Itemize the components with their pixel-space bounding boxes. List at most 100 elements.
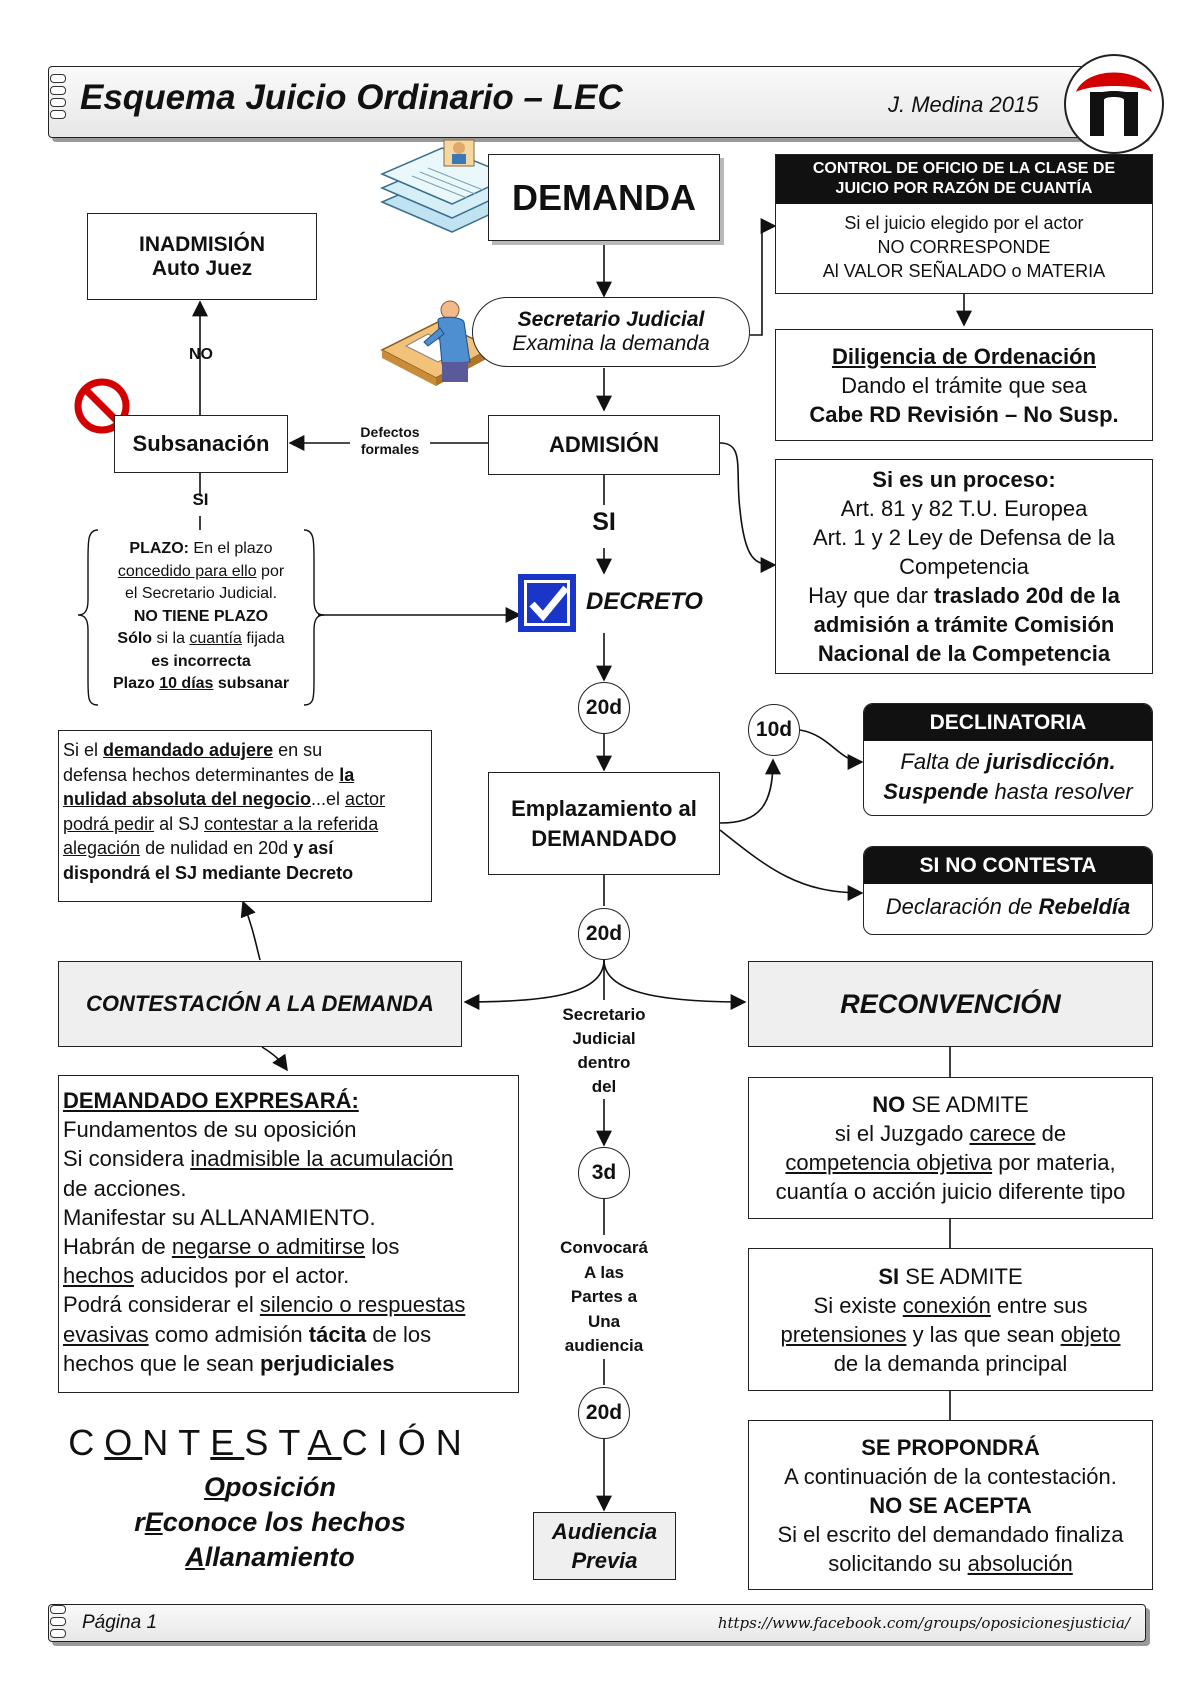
si-admite-l2b: conexión	[902, 1292, 991, 1318]
si-admite-l2c: entre sus	[990, 1292, 1088, 1318]
propondra-l4: Si el escrito del demandado finaliza	[777, 1521, 1124, 1547]
declinatoria-l2b: hasta resolver	[988, 779, 1133, 804]
logo-icon	[1062, 52, 1166, 156]
secretario-title: Secretario Judicial	[517, 308, 705, 331]
defectos-label: Defectos formales	[350, 424, 430, 458]
rebeldia-l1a: Declaración de	[885, 894, 1039, 919]
mnemonic-letter: O	[104, 1422, 143, 1463]
si-admite-l4: de la demanda principal	[833, 1350, 1068, 1376]
mnemonic-l1a: O	[203, 1472, 225, 1502]
diligencia-l1: Dando el trámite que sea	[841, 372, 1087, 398]
proceso-l3: Art. 1 y 2 Ley de Defensa de la	[812, 525, 1116, 550]
si-small-label: SI	[192, 490, 209, 509]
plazo-l6: es incorrecta	[151, 652, 251, 670]
defectos-line2: formales	[360, 441, 420, 457]
no-admite-l1b: SE ADMITE	[905, 1092, 1029, 1117]
footer-url[interactable]: https://www.facebook.com/groups/oposicio…	[717, 1614, 1130, 1632]
convocara-l3: Partes a	[570, 1287, 638, 1306]
circle-20d-emplazamiento: 20d	[578, 908, 630, 960]
audiencia-l1: Audiencia	[551, 1519, 658, 1544]
proceso-l5a: Hay que dar	[808, 583, 935, 608]
secretario-dentro-label: Secretario Judicial dentro del	[545, 1003, 663, 1099]
diligencia-title: Diligencia de Ordenación	[831, 343, 1097, 369]
expresara-l5b: negarse o admitirse	[171, 1234, 366, 1260]
contestacion-demanda-box: CONTESTACIÓN A LA DEMANDA	[58, 961, 462, 1047]
diligencia-box: Diligencia de Ordenación Dando el trámit…	[775, 329, 1153, 441]
nulidad-l5c: y así	[293, 838, 334, 858]
secretario-bubble: Secretario Judicial Examina la demanda	[472, 297, 750, 367]
contestacion-demanda-label: CONTESTACIÓN A LA DEMANDA	[86, 991, 434, 1016]
control-header-l2: JUICIO POR RAZÓN DE CUANTÍA	[835, 180, 1093, 197]
nulidad-l4a: podrá pedir	[63, 813, 155, 834]
no-admite-l1a: NO	[872, 1092, 906, 1117]
no-admite-l2b: carece	[969, 1121, 1036, 1146]
admision-box: ADMISIÓN	[488, 415, 720, 475]
mnemonic-letter: S	[244, 1422, 279, 1463]
mnemonic-l3a: A	[185, 1542, 205, 1572]
si-admite-l3b: y las que sean	[906, 1321, 1061, 1347]
secretario-subtitle: Examina la demanda	[512, 332, 710, 355]
expresara-l5c: los	[365, 1234, 400, 1260]
expresara-l8c: tácita	[308, 1321, 367, 1347]
nulidad-l4c: contestar a la referida	[204, 813, 379, 834]
sec-dentro-l1: Secretario	[562, 1005, 646, 1024]
plazo-l1a: PLAZO:	[129, 540, 189, 557]
emplazamiento-l2: DEMANDADO	[531, 825, 677, 851]
no-admite-l2a: si el Juzgado	[834, 1121, 970, 1146]
nulidad-l4b: al SJ	[154, 813, 205, 834]
sec-dentro-l3: dentro	[577, 1053, 631, 1072]
declinatoria-l1a: Falta de	[900, 749, 986, 774]
mnemonic-l2c: conoce los hechos	[162, 1507, 406, 1537]
expresara-l6a: hechos	[63, 1263, 134, 1289]
nulidad-l5b: de nulidad en 20d	[140, 838, 294, 858]
rebeldia-body: Declaración de Rebeldía	[864, 894, 1152, 920]
expresara-l5a: Habrán de	[63, 1234, 172, 1260]
control-l1: Si el juicio elegido por el actor	[844, 213, 1084, 233]
si-admite-l1b: SE ADMITE	[899, 1263, 1023, 1289]
author-label: J. Medina 2015	[888, 92, 1039, 117]
footer-rings	[50, 1603, 66, 1641]
nulidad-l2a: defensa hechos determinantes de	[63, 764, 340, 785]
control-header: CONTROL DE OFICIO DE LA CLASE DE JUICIO …	[776, 155, 1152, 204]
inadmision-title: INADMISIÓN	[139, 232, 265, 256]
plazo-l5b: si la	[152, 630, 190, 647]
expresara-l3: de acciones.	[63, 1175, 187, 1201]
plazo-l7c: subsanar	[213, 675, 290, 692]
plazo-brace	[77, 529, 325, 706]
convocara-l5: audiencia	[564, 1336, 644, 1355]
convocara-l2: A las	[583, 1262, 624, 1282]
mnemonic-l2a: r	[134, 1507, 145, 1537]
mnemonic-letter: Ó	[397, 1422, 436, 1463]
expresara-l8a: evasivas	[63, 1321, 149, 1347]
inadmision-box: INADMISIÓN Auto Juez	[87, 213, 317, 300]
header-rings	[50, 72, 66, 122]
proceso-l6: admisión a trámite Comisión	[813, 612, 1115, 637]
mnemonic-word-text: CONTESTACIÓN	[68, 1422, 471, 1463]
si-admite-l1a: SI	[878, 1263, 900, 1289]
expresara-l1: Fundamentos de su oposición	[63, 1117, 357, 1143]
circle-10d: 10d	[748, 704, 800, 756]
plazo-l7a: Plazo	[112, 675, 160, 692]
no-admite-box: NO SE ADMITE si el Juzgado carece de com…	[748, 1077, 1153, 1219]
si-big-label: SI	[592, 508, 616, 536]
control-l3: Al VALOR SEÑALADO o MATERIA	[822, 261, 1106, 281]
page-title: Esquema Juicio Ordinario – LEC	[80, 78, 623, 117]
control-l2: NO CORRESPONDE	[877, 237, 1051, 257]
mnemonic-letter: C	[341, 1422, 378, 1463]
expresara-title: DEMANDADO EXPRESARÁ:	[63, 1088, 359, 1113]
mnemonic-letter: N	[142, 1422, 179, 1463]
plazo-l1b: En el plazo	[188, 540, 273, 557]
admision-label: ADMISIÓN	[549, 432, 659, 457]
propondra-l5a: solicitando su	[828, 1550, 968, 1576]
circle-20d-audiencia: 20d	[578, 1387, 630, 1439]
proceso-l1: Si es un proceso:	[872, 467, 1056, 492]
expresara-l9a: hechos que le sean	[63, 1350, 260, 1376]
plazo-l2a: concedido para ello	[117, 562, 257, 580]
audiencia-box: Audiencia Previa	[533, 1512, 676, 1580]
reconvencion-label: RECONVENCIÓN	[840, 988, 1061, 1019]
propondra-l5b: absolución	[967, 1550, 1073, 1576]
circle-20d-decreto: 20d	[578, 682, 630, 734]
header-bar	[48, 66, 1146, 138]
no-admite-l3b: por materia,	[992, 1150, 1116, 1175]
